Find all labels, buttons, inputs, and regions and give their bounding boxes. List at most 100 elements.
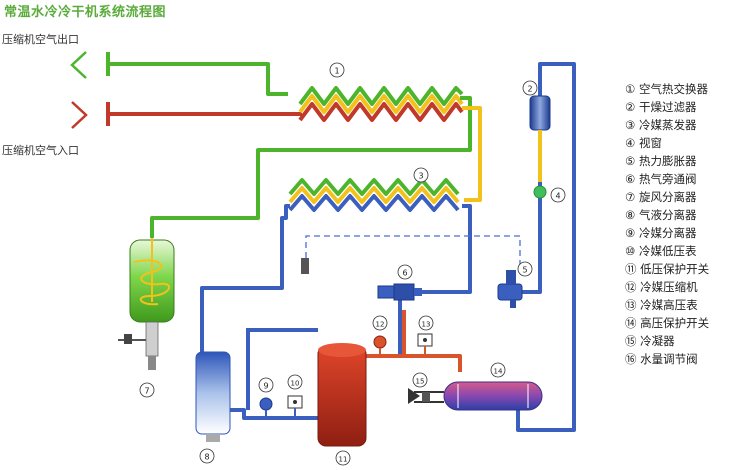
legend-label: 气液分离器	[635, 208, 697, 222]
svg-text:15: 15	[416, 378, 425, 386]
legend-item: ⑤ 热力膨胀器	[625, 152, 730, 170]
refrigerant-evaporator	[288, 178, 460, 212]
legend-number: ⑧	[625, 208, 636, 222]
svg-text:13: 13	[422, 321, 431, 329]
marker-8: 8	[199, 448, 215, 464]
svg-text:14: 14	[494, 368, 503, 376]
legend-item: ⑫ 冷媒压缩机	[625, 278, 730, 296]
gas-liquid-separator	[195, 351, 231, 442]
sight-glass	[533, 185, 547, 199]
legend-item: ⑩ 冷媒低压表	[625, 242, 730, 260]
low-pressure-switch	[287, 395, 303, 418]
hot-gas-bypass-valve	[377, 283, 422, 301]
legend-item: ⑭ 高压保护开关	[625, 314, 730, 332]
legend-label: 冷媒分离器	[635, 226, 697, 240]
sensor-bulb	[301, 258, 309, 274]
legend-number: ⑨	[625, 226, 636, 240]
legend-label: 空气热交换器	[635, 82, 708, 96]
svg-text:7: 7	[144, 387, 149, 396]
high-pressure-switch	[417, 333, 433, 356]
air-heat-exchanger	[298, 86, 464, 122]
marker-3: 3	[413, 167, 429, 183]
svg-text:12: 12	[376, 321, 385, 329]
refrigerant-compressor	[317, 343, 367, 447]
legend-label: 冷媒高压表	[636, 298, 698, 312]
svg-text:10: 10	[291, 380, 300, 388]
svg-text:3: 3	[418, 172, 423, 181]
legend-number: ⑤	[625, 154, 636, 168]
legend-label: 冷凝器	[636, 334, 675, 348]
svg-text:11: 11	[339, 456, 348, 464]
legend-label: 低压保护开关	[636, 262, 710, 276]
inlet-arrow-icon	[71, 101, 88, 129]
legend-item: ⑥ 热气旁通阀	[625, 170, 730, 188]
legend-label: 高压保护开关	[636, 316, 710, 330]
water-regulating-valve	[408, 388, 444, 404]
legend-number: ②	[625, 100, 636, 114]
low-pressure-gauge	[259, 397, 273, 418]
legend-item: ③ 冷媒蒸发器	[625, 116, 730, 134]
marker-2: 2	[522, 80, 538, 96]
marker-6: 6	[397, 264, 413, 280]
legend-label: 水量调节阀	[636, 352, 698, 366]
legend-item: ④ 视窗	[625, 134, 730, 152]
marker-13: 13	[418, 315, 434, 331]
marker-15: 15	[412, 372, 428, 388]
legend-number: ①	[625, 82, 636, 96]
legend-label: 视窗	[635, 136, 662, 150]
legend-item: ⑯ 水量调节阀	[625, 350, 730, 368]
legend-number: ③	[625, 118, 636, 132]
suction-pipe	[246, 328, 318, 410]
legend-item: ⑨ 冷媒分离器	[625, 224, 730, 242]
thermal-expansion-valve	[497, 270, 523, 308]
legend-number: ⑯	[625, 352, 637, 366]
legend-item: ⑬ 冷媒高压表	[625, 296, 730, 314]
legend-label: 热力膨胀器	[635, 154, 697, 168]
marker-11: 11	[335, 450, 351, 466]
marker-1: 1	[329, 62, 345, 78]
marker-10: 10	[287, 374, 303, 390]
legend-number: ⑥	[625, 172, 636, 186]
legend-number: ⑫	[625, 280, 637, 294]
diagram-title: 常温水冷冷干机系统流程图	[4, 5, 167, 20]
legend-number: ④	[625, 136, 636, 150]
capillary-line	[305, 235, 521, 270]
legend-label: 热气旁通阀	[635, 172, 697, 186]
legend-item: ⑪ 低压保护开关	[625, 260, 730, 278]
svg-text:8: 8	[204, 453, 209, 462]
outlet-arrow-icon	[70, 51, 87, 79]
legend-item: ② 干燥过滤器	[625, 98, 730, 116]
legend-item: ⑮ 冷凝器	[625, 332, 730, 350]
marker-12: 12	[372, 315, 388, 331]
marker-9: 9	[258, 377, 274, 393]
high-pressure-gauge	[373, 335, 387, 356]
legend-number: ⑩	[625, 244, 636, 258]
svg-text:2: 2	[527, 85, 532, 94]
marker-5: 5	[517, 261, 533, 277]
air-outlet-label: 压缩机空气出口	[2, 33, 79, 46]
legend-item: ⑦ 旋风分离器	[625, 188, 730, 206]
legend-number: ⑭	[625, 316, 637, 330]
legend-item: ① 空气热交换器	[625, 80, 730, 98]
marker-4: 4	[550, 187, 566, 203]
green-pipe-return	[150, 96, 472, 238]
drying-filter	[529, 95, 551, 131]
legend-number: ⑬	[625, 298, 637, 312]
cyclone-separator	[118, 238, 175, 370]
svg-text:4: 4	[555, 192, 560, 201]
legend-label: 冷媒蒸发器	[635, 118, 697, 132]
legend-label: 干燥过滤器	[635, 100, 697, 114]
discharge-pipe	[364, 310, 462, 372]
legend-item: ⑧ 气液分离器	[625, 206, 730, 224]
air-inlet-label: 压缩机空气入口	[2, 144, 79, 157]
marker-14: 14	[490, 362, 506, 378]
yellow-pipe	[462, 106, 482, 202]
marker-7: 7	[139, 382, 155, 398]
legend-label: 冷媒低压表	[635, 244, 697, 258]
blue-pipe-network	[200, 62, 576, 432]
legend-label: 冷媒压缩机	[636, 280, 698, 294]
outlet-pipe	[108, 62, 288, 96]
legend-number: ⑮	[625, 334, 637, 348]
